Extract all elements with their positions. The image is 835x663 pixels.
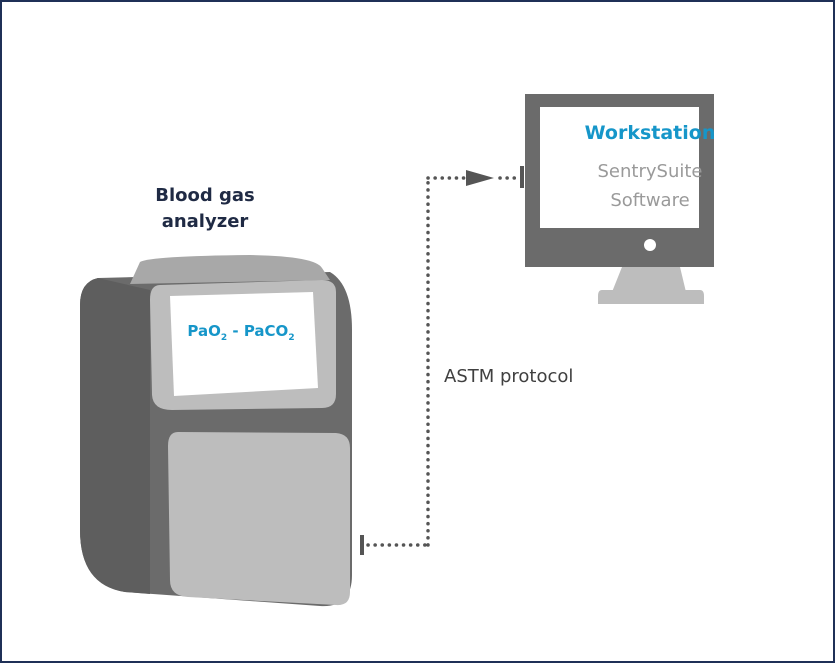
monitor-icon: [525, 94, 714, 304]
analyzer-port-bar: [360, 535, 364, 555]
workstation-title: Workstation: [584, 122, 716, 144]
monitor-screen: [540, 107, 699, 228]
monitor-port-bar: [520, 166, 524, 188]
analyzer-screen: [170, 292, 318, 396]
protocol-label: ASTM protocol: [444, 366, 574, 387]
blood-gas-analyzer-icon: [80, 255, 352, 607]
workstation-software-line1: SentrySuite: [597, 161, 703, 182]
arrow-head-icon: [466, 170, 494, 186]
connection-line: [366, 176, 518, 547]
analyzer-screen-reading: PaO2 - PaCO2: [187, 322, 295, 343]
monitor-power-dot: [644, 239, 656, 251]
workstation-software-line2: Software: [610, 190, 690, 211]
analyzer-title: Blood gas analyzer: [155, 185, 255, 232]
